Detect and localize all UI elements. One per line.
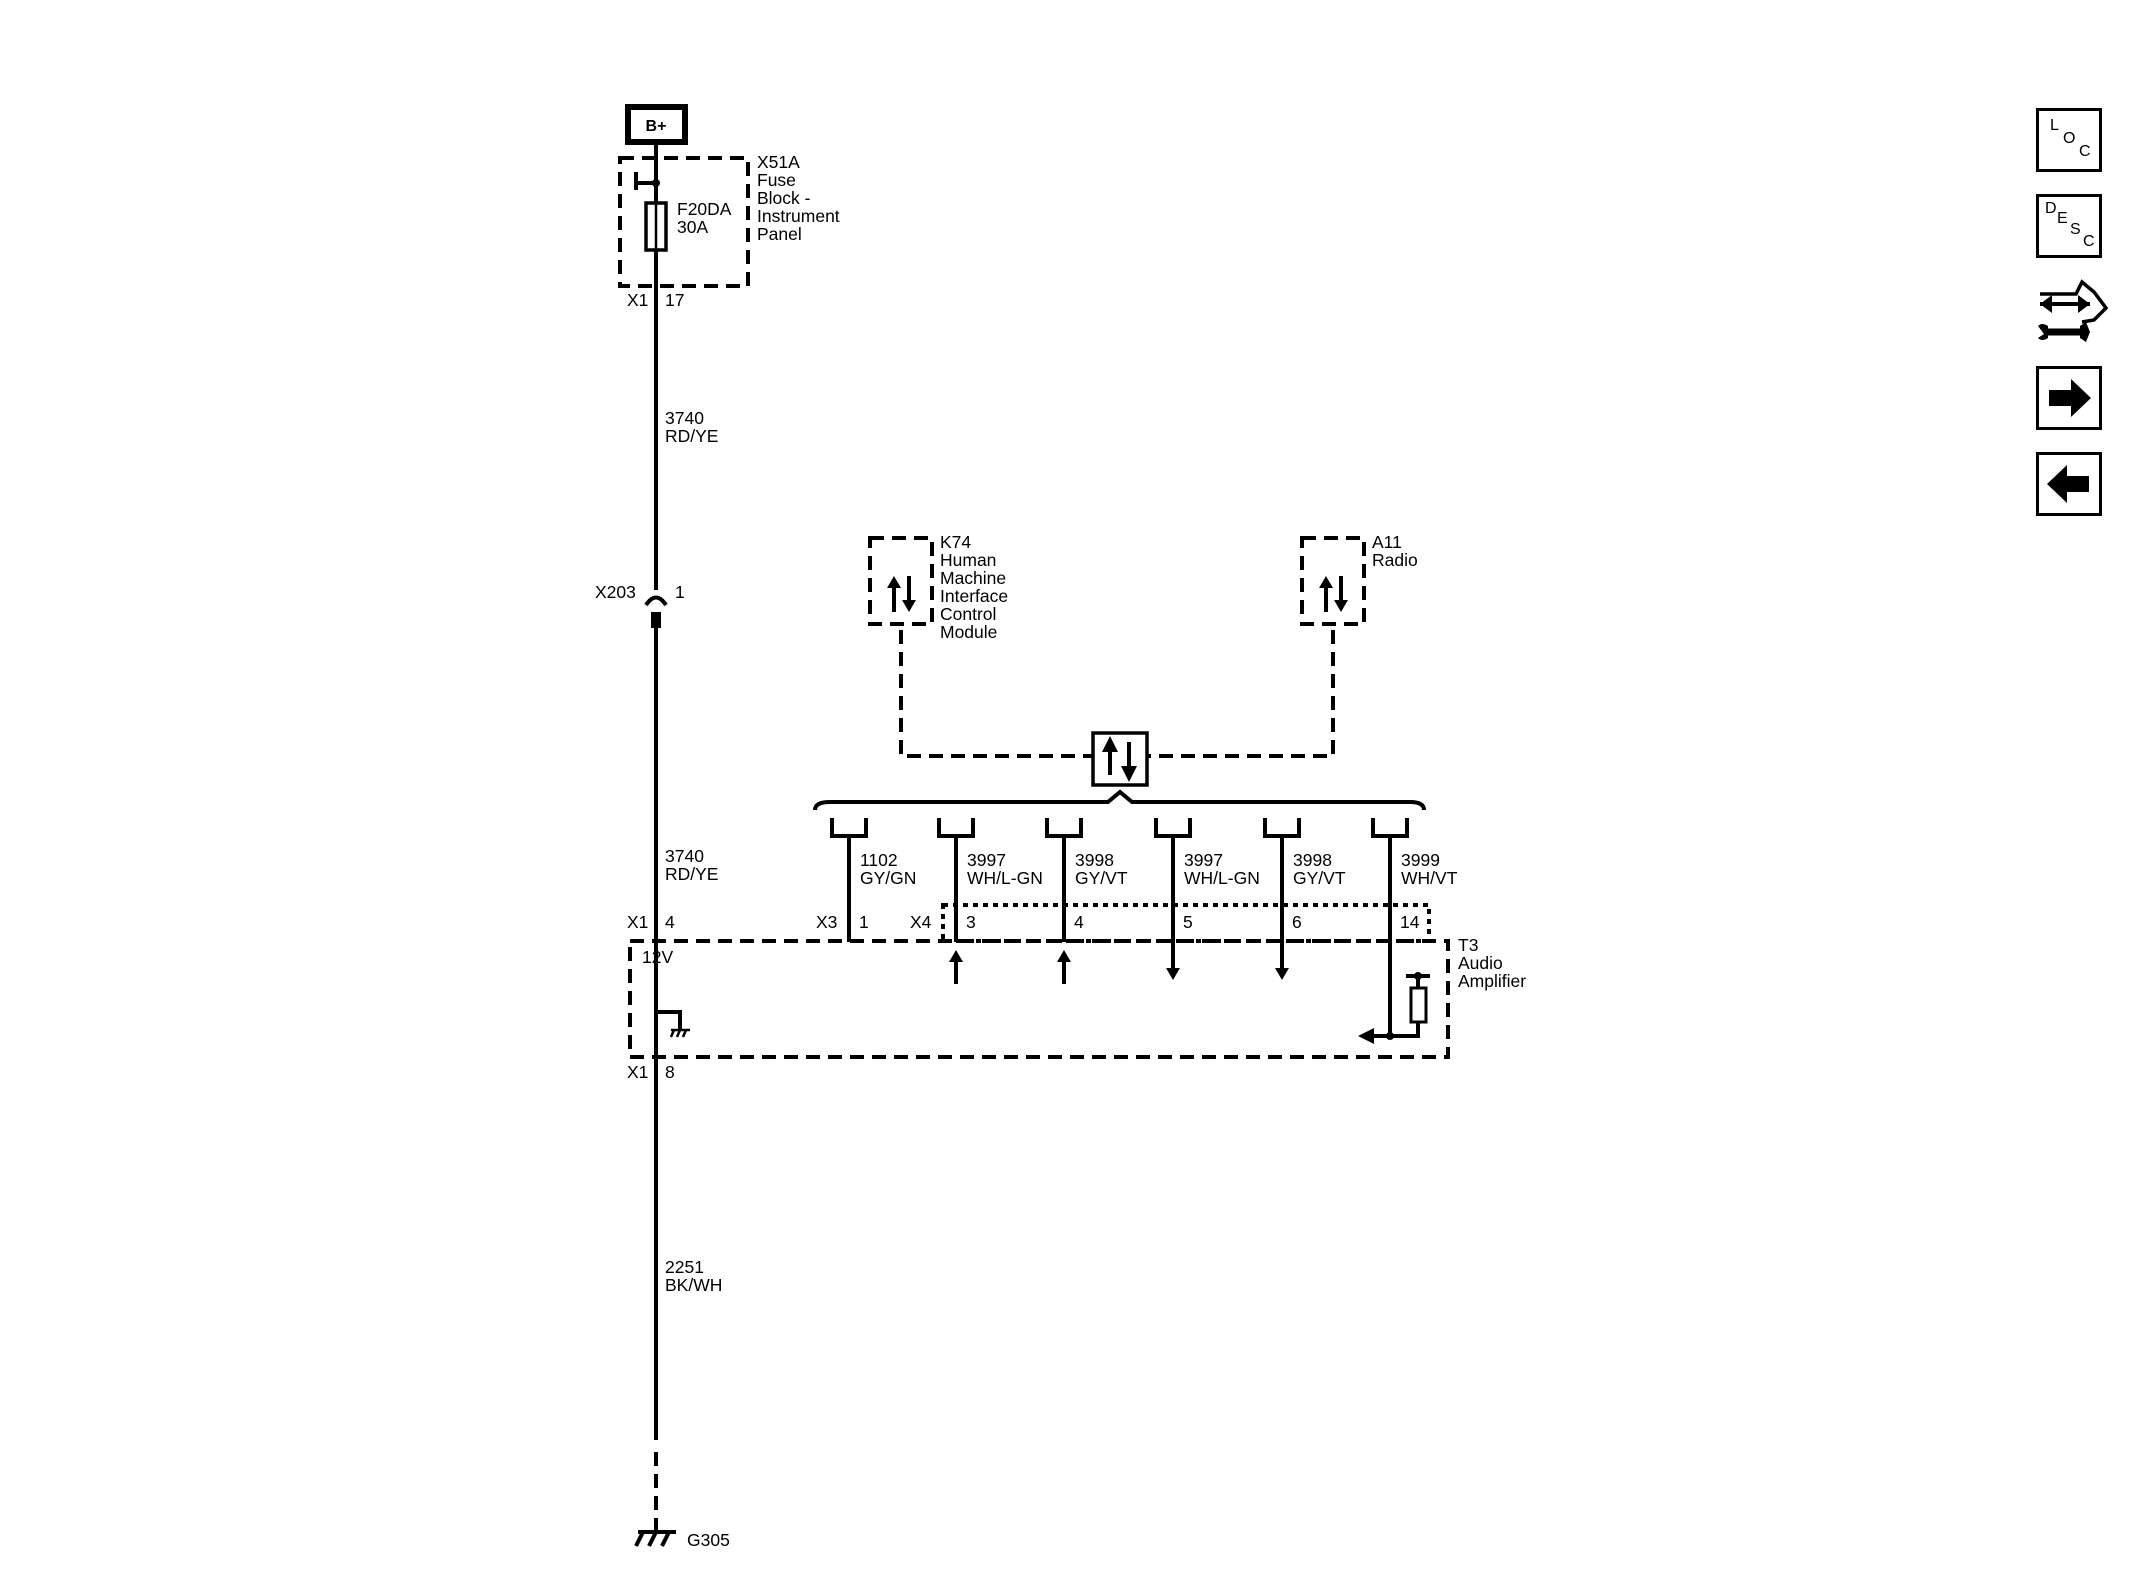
audio-amplifier-t3 — [628, 939, 1450, 1059]
a11-line-1: Radio — [1372, 550, 1418, 570]
amp-x1-bottom-pin: 8 — [665, 1062, 675, 1082]
fuse-block-line-4: Panel — [757, 224, 802, 244]
wire-upper-color: RD/YE — [665, 426, 718, 446]
desc-button[interactable]: D E S C — [2036, 194, 2102, 258]
amp-ref: T3 — [1458, 935, 1478, 955]
pin-5-color: WH/L-GN — [1184, 868, 1260, 888]
next-page-button[interactable] — [2036, 366, 2102, 430]
k74-line-3: Interface — [940, 586, 1008, 606]
k74-line-2: Machine — [940, 568, 1006, 588]
fuse-block-x51a — [618, 156, 750, 590]
fuse-block-connector: X1 — [627, 290, 648, 310]
pin-14-number: 14 — [1400, 912, 1420, 932]
fuse-block-line-1: Fuse — [757, 170, 796, 190]
module-k74 — [868, 536, 934, 626]
pin-4-wire — [1045, 818, 1083, 942]
fuse-rating: 30A — [677, 217, 708, 237]
pin-6-circuit: 3998 — [1293, 850, 1332, 870]
pin-4-color: GY/VT — [1075, 868, 1128, 888]
fuse-block-line-3: Instrument — [757, 206, 840, 226]
inline-connector-ref: X203 — [595, 582, 636, 602]
k74-line-5: Module — [940, 622, 997, 642]
amp-x1-bottom-connector: X1 — [627, 1062, 648, 1082]
battery-positive-label: B+ — [646, 118, 667, 135]
pin-1-number: 1 — [859, 912, 869, 932]
pin-1-wire — [830, 818, 868, 942]
pin-14-color: WH/VT — [1401, 868, 1458, 888]
k74-line-1: Human — [940, 550, 996, 570]
wire-lower-color: RD/YE — [665, 864, 718, 884]
pin-14-wire — [1371, 818, 1409, 1036]
amp-x1-top-pin: 4 — [665, 912, 675, 932]
amp-x4-connector: X4 — [910, 912, 932, 932]
desc-letter-4: C — [2083, 233, 2095, 250]
desc-letter-3: S — [2070, 221, 2081, 238]
pin-5-number: 5 — [1183, 912, 1193, 932]
battery-positive-source: B+ — [625, 104, 688, 145]
wire-lower-circuit: 3740 — [665, 846, 704, 866]
wire-upper-circuit: 3740 — [665, 408, 704, 428]
ground-ref: G305 — [687, 1530, 730, 1550]
fuse-block-ref: X51A — [757, 152, 800, 172]
pin-3-circuit: 3997 — [967, 850, 1006, 870]
pin-4-circuit: 3998 — [1075, 850, 1114, 870]
pin-5-circuit: 3997 — [1184, 850, 1223, 870]
fuse-block-pin: 17 — [665, 290, 684, 310]
amp-line-1: Audio — [1458, 953, 1503, 973]
loc-button[interactable]: L O C — [2036, 108, 2102, 172]
k74-line-4: Control — [940, 604, 996, 624]
arrow-left-icon — [2047, 465, 2089, 503]
pin-3-number: 3 — [966, 912, 976, 932]
ground-wire-circuit: 2251 — [665, 1257, 704, 1277]
loc-letter-2: O — [2063, 130, 2076, 147]
desc-letter-1: D — [2045, 200, 2057, 217]
pin-4-number: 4 — [1074, 912, 1084, 932]
serial-data-bus — [813, 630, 1426, 811]
pin-3-color: WH/L-GN — [967, 868, 1043, 888]
inline-connector-x203 — [644, 595, 668, 1440]
pin-5-wire — [1154, 818, 1192, 942]
pin-1-circuit: 1102 — [860, 850, 898, 870]
pin-3-wire — [937, 818, 975, 942]
inline-connector-pin: 1 — [675, 582, 685, 602]
amp-supply-label: 12V — [642, 947, 673, 967]
desc-letter-2: E — [2057, 210, 2068, 227]
pin-6-wire — [1263, 818, 1301, 942]
amp-x1-top-connector: X1 — [627, 912, 648, 932]
previous-page-button[interactable] — [2036, 452, 2102, 516]
pin-6-color: GY/VT — [1293, 868, 1346, 888]
connector-repair-icon[interactable] — [2036, 278, 2109, 346]
ground-g305-icon — [634, 1530, 676, 1547]
module-a11-radio — [1300, 536, 1366, 626]
loc-letter-3: C — [2079, 143, 2091, 160]
pin-14-circuit: 3999 — [1401, 850, 1440, 870]
fuse-name: F20DA — [677, 199, 732, 219]
amp-x3-connector: X3 — [816, 912, 837, 932]
pin-6-number: 6 — [1292, 912, 1302, 932]
loc-letter-1: L — [2050, 117, 2059, 134]
arrow-right-icon — [2049, 379, 2091, 417]
pin-1-color: GY/GN — [860, 868, 916, 888]
k74-ref: K74 — [940, 532, 971, 552]
a11-ref: A11 — [1372, 532, 1402, 552]
fuse-block-line-2: Block - — [757, 188, 811, 208]
ground-wire-color: BK/WH — [665, 1275, 722, 1295]
amp-line-2: Amplifier — [1458, 971, 1526, 991]
